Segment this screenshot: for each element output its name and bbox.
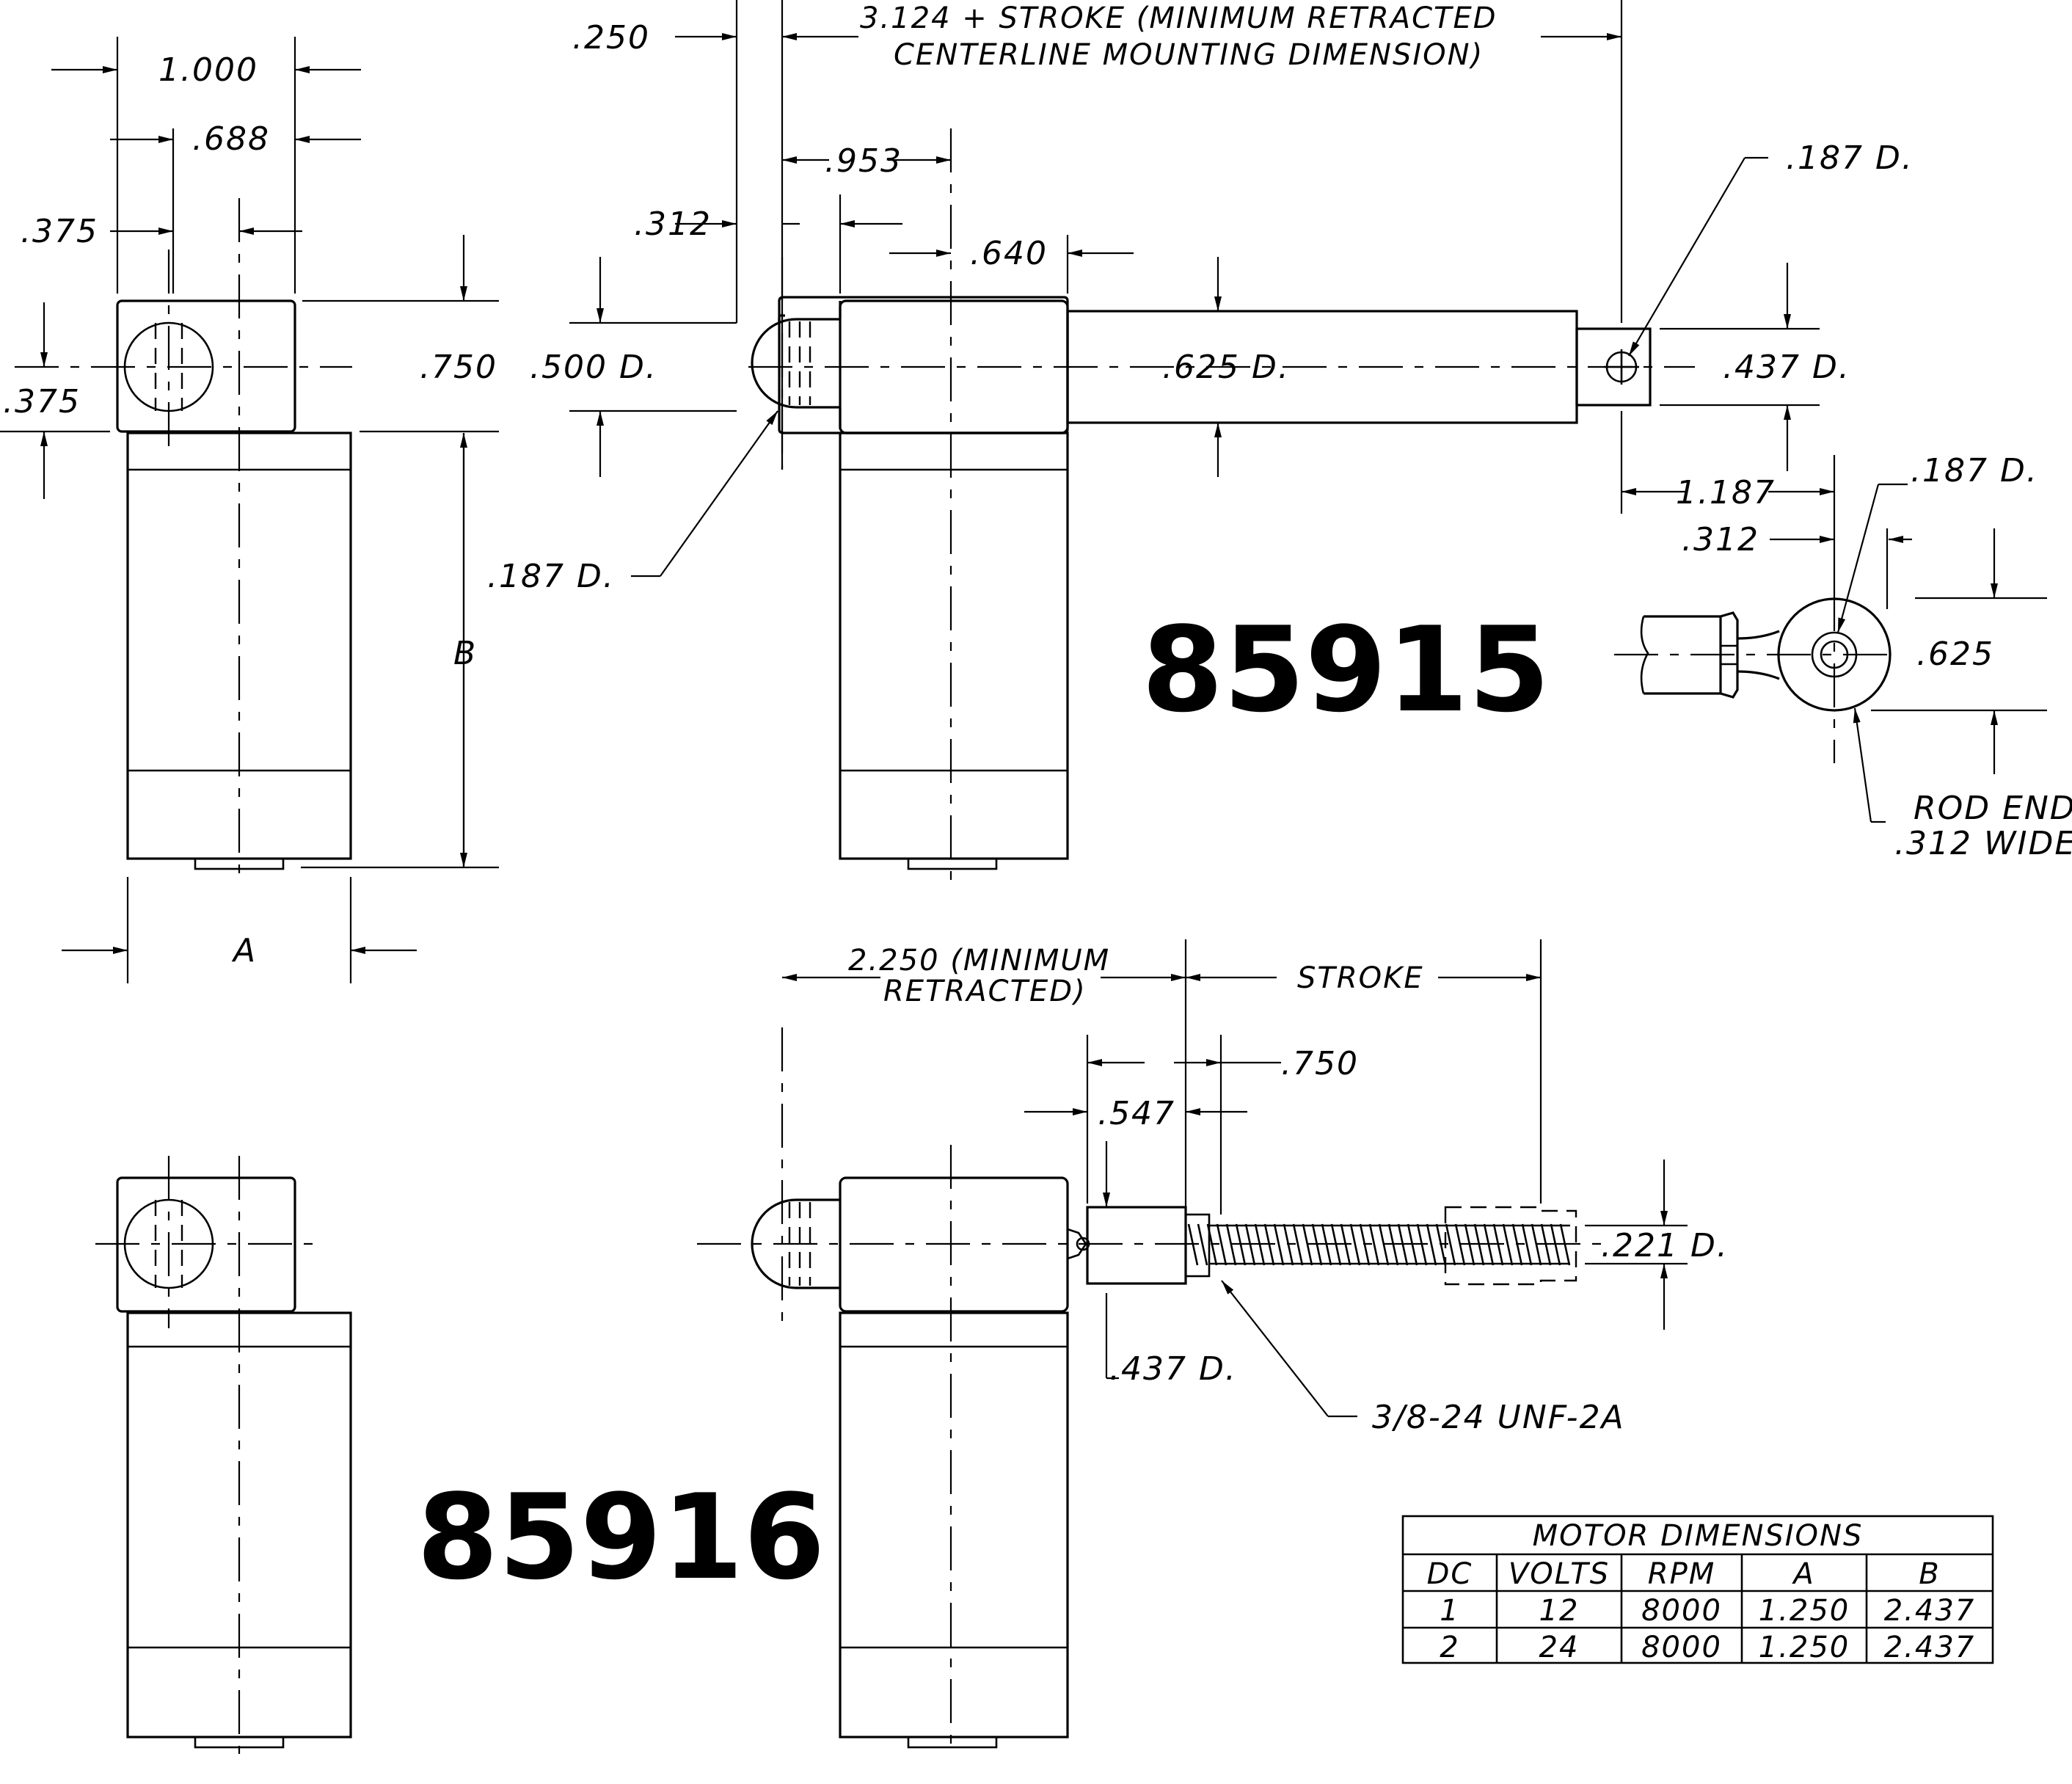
part-number-85915: 85915: [1142, 601, 1550, 738]
table-header-b: B: [1919, 1557, 1940, 1591]
dim-547: .547: [1098, 1095, 1175, 1132]
dim-500D: .500 D.: [530, 349, 657, 386]
dim-750: .750: [420, 349, 497, 386]
table-cell: 2.437: [1884, 1631, 1976, 1664]
top-left-dimensions: 1.000 .688 .375 .375 .750 B A: [0, 37, 499, 983]
min-retracted-line2: RETRACTED): [883, 975, 1087, 1008]
dim-437D-top: .437 D.: [1723, 349, 1850, 386]
dim-625-rod-end: .625: [1916, 636, 1994, 673]
table-cell: 8000: [1641, 1631, 1722, 1664]
stroke-label: STROKE: [1297, 961, 1424, 995]
bottom-left-end-view: [95, 1156, 352, 1754]
motor-dimensions-table: MOTOR DIMENSIONS DC VOLTS RPM A B 1 12 8…: [1401, 1515, 1994, 1664]
table-cell: 12: [1539, 1594, 1580, 1628]
dim-1187: 1.187: [1676, 474, 1776, 511]
thread-line: [1292, 1223, 1304, 1266]
dim-953: .953: [825, 142, 902, 180]
table-cell: 8000: [1641, 1594, 1722, 1628]
dim-A: A: [231, 932, 257, 969]
table-cell: 2: [1440, 1631, 1459, 1664]
dim-B: B: [453, 635, 477, 672]
table-cell: 24: [1539, 1631, 1580, 1664]
table-header-dc: DC: [1427, 1557, 1473, 1591]
table-cell: 1.250: [1759, 1631, 1850, 1664]
bottom-side-dimensions: 2.250 (MINIMUM RETRACTED) STROKE .750 .5…: [782, 939, 1729, 1436]
dim-187D-clevis: .187 D.: [487, 558, 615, 595]
thread-line: [1216, 1223, 1227, 1266]
thread-line: [1445, 1223, 1456, 1266]
thread-spec: 3/8-24 UNF-2A: [1372, 1399, 1625, 1436]
centerline-dim-line1: 3.124 + STROKE (MINIMUM RETRACTED: [860, 1, 1498, 35]
table-title: MOTOR DIMENSIONS: [1533, 1519, 1864, 1553]
thread-line: [1502, 1223, 1514, 1266]
table-cell: 1.250: [1759, 1594, 1850, 1628]
dim-437D-bottom: .437 D.: [1109, 1350, 1237, 1388]
dim-221D: .221 D.: [1601, 1227, 1729, 1264]
thread-line: [1197, 1223, 1208, 1266]
dim-1000: 1.000: [158, 51, 258, 89]
table-header-rpm: RPM: [1648, 1557, 1715, 1591]
thread-line: [1349, 1223, 1361, 1266]
dim-187D-rod: .187 D.: [1786, 139, 1914, 177]
rod-end-label: ROD END: [1914, 790, 2072, 827]
table-header-volts: VOLTS: [1509, 1557, 1610, 1591]
dim-312-rod: .312: [1682, 521, 1759, 558]
dim-625D: .625 D.: [1162, 349, 1290, 386]
dim-312-top: .312: [634, 205, 712, 243]
part-number-85916: 85916: [417, 1468, 825, 1606]
top-left-end-view: [15, 198, 352, 881]
dim-250: .250: [572, 19, 650, 57]
table-header-a: A: [1791, 1557, 1814, 1591]
dim-750-bottom: .750: [1281, 1045, 1359, 1082]
min-retracted-line1: 2.250 (MINIMUM: [848, 944, 1110, 977]
centerline-dim-line2: CENTERLINE MOUNTING DIMENSION): [894, 38, 1484, 72]
table-cell: 1: [1440, 1594, 1459, 1628]
dim-187D-rod-end: .187 D.: [1911, 452, 2038, 489]
thread-line: [1368, 1223, 1380, 1266]
dim-375-top: .375: [21, 213, 98, 250]
dim-688: .688: [192, 120, 270, 158]
table-cell: 2.437: [1884, 1594, 1976, 1628]
dim-640: .640: [970, 235, 1048, 272]
rod-end-detail: .625 .187 D. ROD END .312 WIDE: [1614, 452, 2072, 862]
bottom-side-view: [697, 1027, 1607, 1754]
dim-375-side: .375: [3, 383, 81, 420]
thread-line: [1521, 1223, 1533, 1266]
top-side-view: [748, 128, 1695, 881]
top-side-dimensions: .250 3.124 + STROKE (MINIMUM RETRACTED C…: [487, 0, 1914, 595]
rod-end-width: .312 WIDE: [1894, 825, 2072, 862]
thread-line: [1426, 1223, 1437, 1266]
thread-line: [1273, 1223, 1285, 1266]
